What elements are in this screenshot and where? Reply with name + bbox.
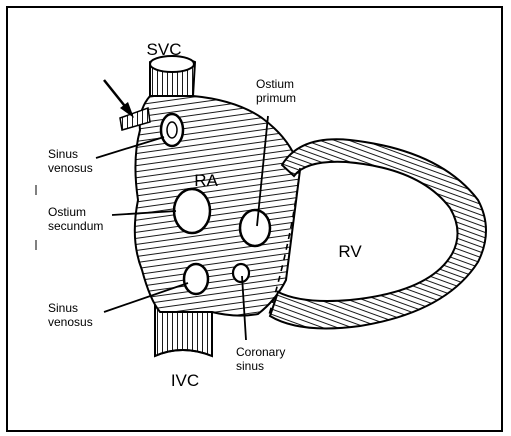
sinus-venosus-upper-label-2: venosus [48,161,93,175]
right-atrium [135,96,300,316]
sinus-venosus-upper-label-1: Sinus [48,147,78,161]
sinus-venosus-lower-label-2: venosus [48,315,93,329]
ostium-primum-label-1: Ostium [256,77,294,91]
coronary-sinus-opening [233,264,249,282]
ostium-secundum-defect [174,189,210,233]
coronary-sinus-label-1: Coronary [236,345,285,359]
coronary-sinus-label-2: sinus [236,359,264,373]
ostium-primum-label-2: primum [256,91,296,105]
ostium-secundum-label-1: Ostium [48,205,86,219]
rv-label: RV [338,242,362,261]
svc-vessel [150,56,195,96]
ostium-primum-defect [240,210,270,246]
ivc-label: IVC [171,371,199,390]
arrow-indicator [104,80,134,118]
sinus-venosus-lower-defect [184,264,208,294]
ra-label: RA [194,171,218,190]
sinus-venosus-lower-label-1: Sinus [48,301,78,315]
ostium-secundum-label-2: secundum [48,219,103,233]
sinus-venosus-upper-defect [161,114,183,146]
svc-label: SVC [147,40,182,59]
right-ventricle-wall [270,139,486,328]
